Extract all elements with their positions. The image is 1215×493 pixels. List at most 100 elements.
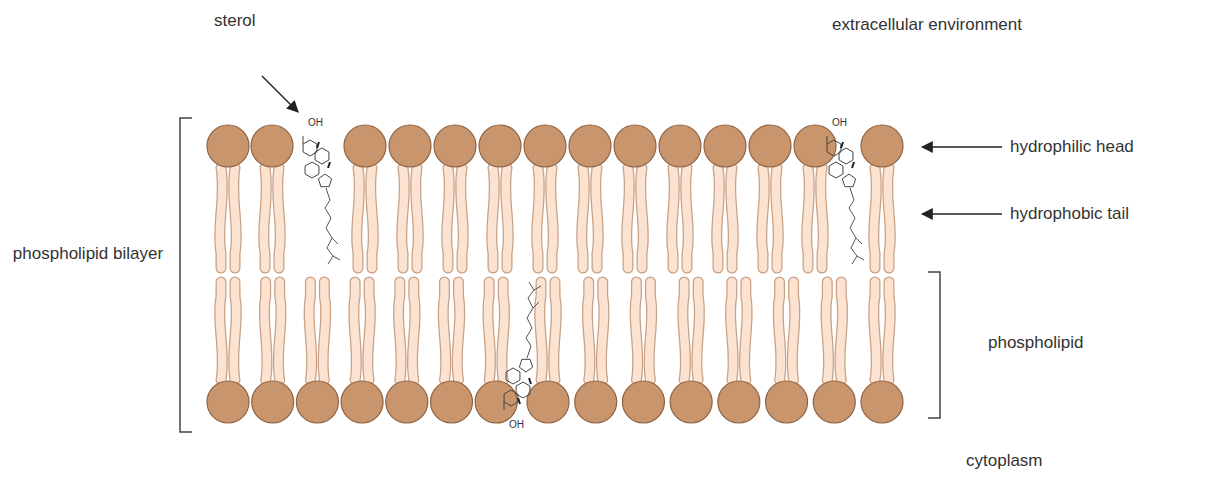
hydrophilic-head [659,125,701,167]
hydrophobic-tail [309,282,312,380]
hydrophobic-tail [220,282,223,380]
hydrophilic-head [749,125,791,167]
hydrophobic-tail [821,168,824,268]
hydrophilic-head [670,381,712,423]
region-label: cytoplasm [966,450,1043,471]
hydrophobic-tail [807,168,810,268]
hydrophilic-head [207,381,249,423]
hydrophobic-tail [220,168,223,268]
hydrophobic-tail [264,282,267,380]
hydrophobic-tail [234,168,237,268]
hydrophobic-tail [672,168,675,268]
phospholipid-bracket [928,272,940,418]
hydrophobic-tail [744,282,747,380]
hydrophobic-tail [778,282,781,380]
hydrophobic-tail [762,168,765,268]
part-label: hydrophilic head [1010,136,1134,157]
chemical-group: OH [831,118,848,128]
hydrophilic-head [861,381,903,423]
hydrophobic-tail [443,282,446,380]
hydrophilic-head [813,381,855,423]
hydrophobic-tail [596,168,599,268]
hydrophobic-tail [492,168,495,268]
hydrophobic-tail [683,282,686,380]
hydrophobic-tail [354,282,357,380]
sterol-molecule [504,282,541,410]
hydrophobic-tail [874,282,877,380]
hydrophobic-tail [874,168,877,268]
hydrophobic-tail [492,168,495,268]
hydrophobic-tail [840,282,843,380]
hydrophobic-tail [596,168,599,268]
hydrophobic-tail [443,282,446,380]
hydrophobic-tail [447,168,450,268]
hydrophobic-tail [234,168,237,268]
hydrophobic-tail [398,282,401,380]
sterol-leader [262,76,298,112]
hydrophobic-tail [398,282,401,380]
hydrophobic-tail [540,282,543,380]
hydrophobic-tail [554,282,557,380]
hydrophilic-head [794,125,836,167]
hydrophobic-tail [234,282,237,380]
hydrophilic-head [341,381,383,423]
hydrophobic-tail [686,168,689,268]
hydrophobic-tail [717,168,720,268]
hydrophobic-tail [461,168,464,268]
hydrophobic-tail [826,282,829,380]
hydrophobic-tail [731,168,734,268]
hydrophobic-tail [686,168,689,268]
hydrophobic-tail [627,168,630,268]
hydrophobic-tail [888,282,891,380]
hydrophobic-tail [537,168,540,268]
hydrophilic-head [614,125,656,167]
hydrophobic-tail [323,282,326,380]
hydrophobic-tail [309,282,312,380]
hydrophobic-tail [601,282,604,380]
hydrophilic-head [386,381,428,423]
hydrophobic-tail [502,282,505,380]
chemical-group: OH [307,118,324,128]
hydrophobic-tail [731,168,734,268]
hydrophobic-tail [888,282,891,380]
hydrophobic-tail [587,282,590,380]
hydrophobic-tail [582,168,585,268]
hydrophobic-tail [627,168,630,268]
hydrophobic-tail [874,168,877,268]
hydrophobic-tail [264,282,267,380]
hydrophobic-tail [502,282,505,380]
hydrophilic-head [704,125,746,167]
hydrophobic-tail [649,282,652,380]
hydrophobic-tail [551,168,554,268]
hydrophobic-tail [488,282,491,380]
hydrophilic-head [766,381,808,423]
hydrophobic-tail [874,282,877,380]
hydrophobic-tail [357,168,360,268]
hydrophobic-tail [587,282,590,380]
hydrophobic-tail [416,168,419,268]
hydrophobic-tail [371,168,374,268]
hydrophobic-tail [792,282,795,380]
hydrophobic-tail [807,168,810,268]
hydrophobic-tail [412,282,415,380]
part-label: phospholipid bilayer [8,243,168,264]
hydrophobic-tail [371,168,374,268]
hydrophobic-tail [540,282,543,380]
hydrophobic-tail [762,168,765,268]
hydrophobic-tail [412,282,415,380]
hydrophilic-head [569,125,611,167]
hydrophobic-tail [278,168,281,268]
hydrophobic-tail [234,282,237,380]
hydrophilic-head [527,381,569,423]
chemical-group: OH [508,420,525,430]
hydrophilic-head [475,381,517,423]
hydrophobic-tail [641,168,644,268]
hydrophilic-head [431,381,473,423]
hydrophilic-head [524,125,566,167]
hydrophilic-head [479,125,521,167]
hydrophilic-head [252,381,294,423]
hydrophobic-tail [649,282,652,380]
hydrophobic-tail [888,168,891,268]
hydrophobic-tail [635,282,638,380]
